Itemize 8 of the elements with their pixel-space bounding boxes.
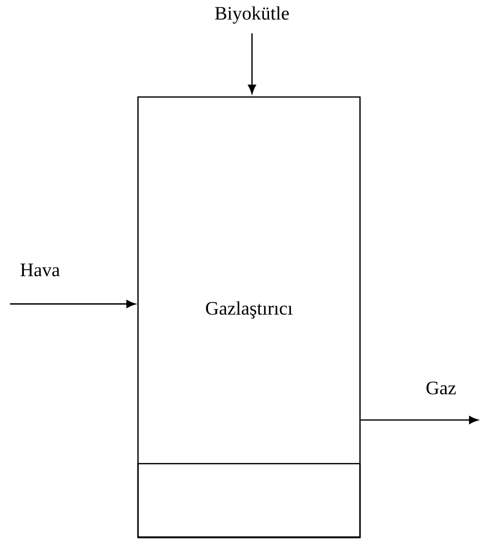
stream-label: Gaz bbox=[426, 382, 456, 394]
stream-label: Biyokütle bbox=[215, 6, 289, 24]
bottom-compartment bbox=[137, 463, 361, 538]
stream-label: Hava bbox=[20, 264, 60, 276]
arrow bbox=[10, 300, 136, 308]
arrow bbox=[360, 416, 478, 424]
gasifier-box: Gazlaştırıcı bbox=[137, 96, 361, 538]
arrow bbox=[248, 33, 256, 94]
